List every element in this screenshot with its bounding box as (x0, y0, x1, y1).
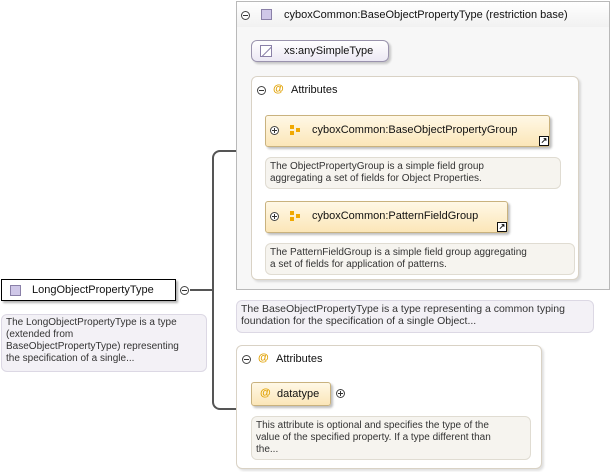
expand-icon[interactable] (270, 212, 279, 221)
attribute-node-datatype[interactable]: @ datatype (251, 382, 331, 406)
attributes-collapse-icon[interactable] (242, 355, 251, 364)
simple-type-label: xs:anySimpleType (284, 45, 374, 57)
simple-type-icon (260, 45, 272, 57)
attribute-group-label: cyboxCommon:BaseObjectPropertyGroup (312, 124, 518, 136)
root-type-label: LongObjectPropertyType (32, 284, 154, 296)
attribute-at-icon: @ (258, 352, 269, 364)
base-type-frame: cyboxCommon:BaseObjectPropertyType (rest… (236, 1, 610, 290)
base-type-header (237, 2, 609, 27)
link-arrow-icon[interactable]: ↗ (539, 136, 549, 146)
root-type-node[interactable]: LongObjectPropertyType (1, 279, 176, 301)
base-collapse-icon[interactable] (241, 11, 250, 20)
attribute-group-node[interactable]: cyboxCommon:PatternFieldGroup ↗ (265, 201, 508, 233)
attributes-label: Attributes (291, 84, 338, 96)
base-type-label: cyboxCommon:BaseObjectPropertyType (rest… (284, 9, 568, 21)
attribute-group-doc: The PatternFieldGroup is a simple field … (265, 243, 575, 275)
attribute-group-icon (290, 125, 302, 135)
attribute-at-icon: @ (273, 83, 284, 95)
attribute-label: datatype (277, 388, 320, 400)
root-type-doc: The LongObjectPropertyType is a type (ex… (1, 314, 207, 372)
connector-bracket (212, 150, 236, 410)
base-attributes-panel: @ Attributes cyboxCommon:BaseObjectPrope… (251, 76, 579, 280)
attributes-collapse-icon[interactable] (257, 86, 266, 95)
simple-type-node[interactable]: xs:anySimpleType (251, 40, 389, 62)
attribute-group-icon (290, 211, 302, 221)
expand-icon[interactable] (336, 389, 345, 398)
attributes-label: Attributes (276, 353, 323, 365)
complex-type-icon (10, 285, 21, 296)
root-collapse-icon[interactable] (180, 286, 189, 295)
attribute-group-doc: The ObjectPropertyGroup is a simple fiel… (265, 157, 561, 189)
attribute-group-label: cyboxCommon:PatternFieldGroup (312, 210, 479, 222)
own-attributes-panel: @ Attributes @ datatype This attribute i… (236, 345, 542, 469)
attribute-group-node[interactable]: cyboxCommon:BaseObjectPropertyGroup ↗ (265, 115, 550, 147)
complex-type-icon (261, 9, 272, 20)
connector-root (190, 289, 212, 291)
attribute-at-icon: @ (260, 387, 271, 399)
expand-icon[interactable] (270, 126, 279, 135)
attribute-doc: This attribute is optional and specifies… (251, 416, 531, 460)
base-type-doc: The BaseObjectPropertyType is a type rep… (236, 300, 594, 333)
link-arrow-icon[interactable]: ↗ (497, 222, 507, 232)
